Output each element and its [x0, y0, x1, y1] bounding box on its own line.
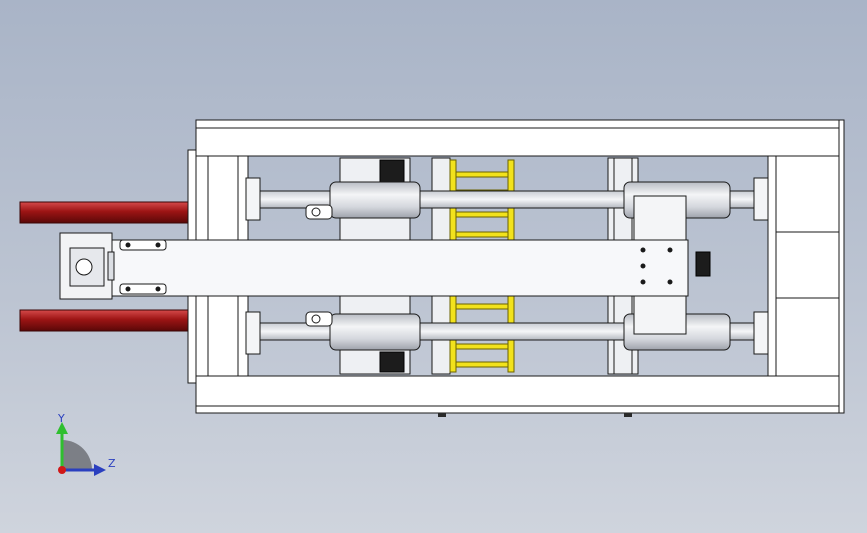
gear-blocks[interactable] — [379, 159, 711, 373]
bottom-feet — [438, 413, 632, 417]
bearing-blocks[interactable] — [245, 177, 769, 355]
coordinate-triad: Y Z — [56, 412, 116, 476]
actuator-cylinders[interactable] — [329, 181, 731, 351]
left-head-bracket[interactable] — [59, 232, 167, 300]
triad-view-quadrant-icon — [62, 440, 92, 470]
hydraulic-rod-lower[interactable] — [19, 309, 193, 332]
hydraulic-rod-upper[interactable] — [19, 201, 193, 224]
clevis-joints[interactable] — [305, 204, 333, 327]
central-carriage[interactable] — [111, 239, 689, 297]
z-axis-label: Z — [108, 457, 116, 470]
origin-icon — [58, 466, 66, 474]
y-axis-label: Y — [57, 412, 65, 425]
